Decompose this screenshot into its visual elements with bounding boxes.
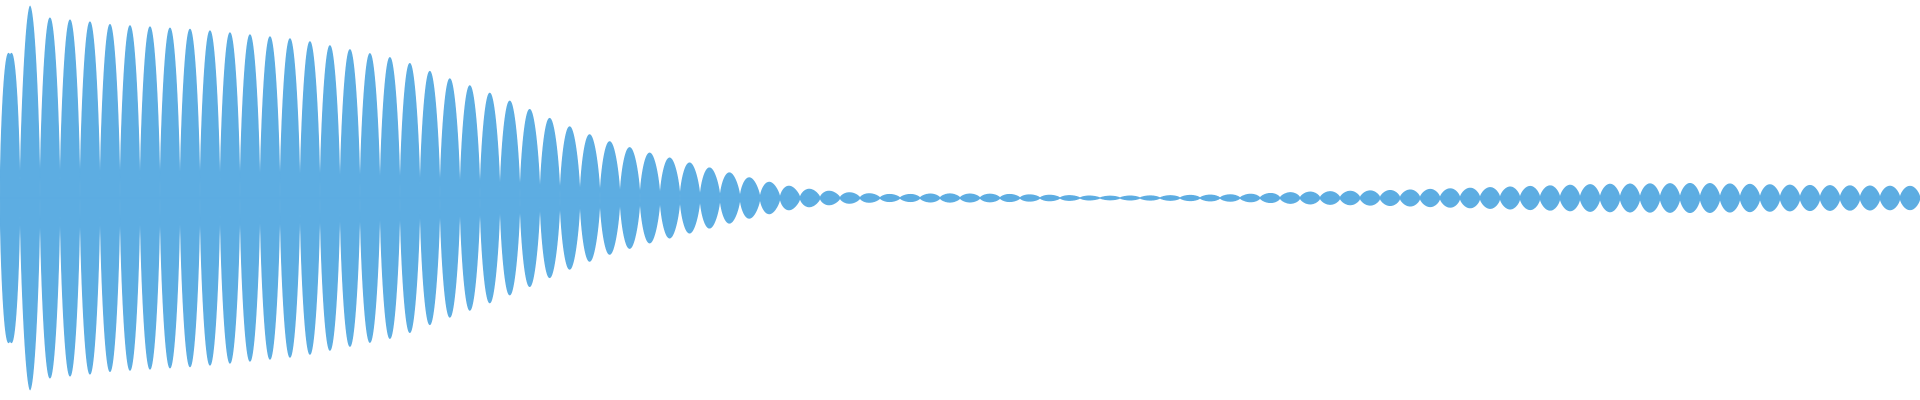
series-layer bbox=[0, 5, 1920, 391]
